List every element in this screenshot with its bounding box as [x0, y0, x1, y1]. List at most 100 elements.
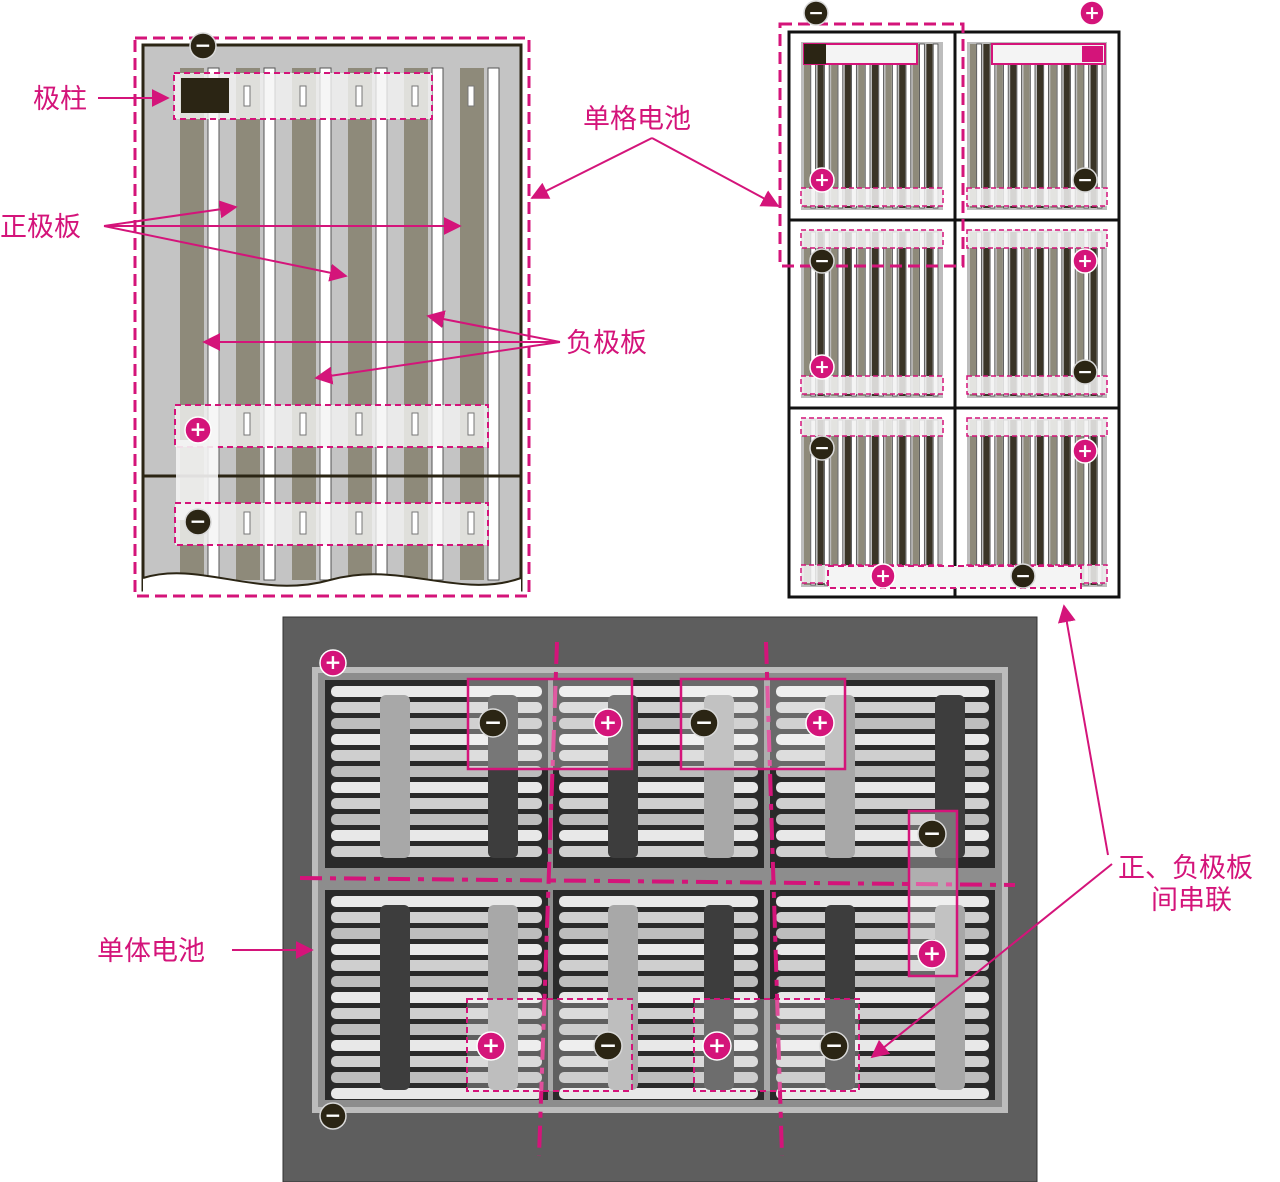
polarity-sign: − [808, 3, 824, 24]
photo-plate-edge [331, 686, 542, 697]
arrow-negative-3 [314, 341, 561, 385]
mini-positive-plate [1090, 420, 1097, 585]
bottom-series-bar [827, 565, 1082, 589]
mini-negative-plate [831, 44, 838, 208]
mini-separator [1043, 231, 1049, 397]
arrow-cell-left [530, 137, 653, 199]
mini-separator [1016, 231, 1022, 397]
polarity-sign: − [923, 822, 941, 847]
label-series-line2: 间串联 [1151, 885, 1232, 916]
mini-separator [1096, 231, 1103, 397]
plate-lug [299, 511, 307, 535]
mini-separator [905, 43, 912, 209]
photo-lead-strap [380, 905, 410, 1090]
minus-symbol-icon: − [1072, 359, 1098, 385]
mini-negative-plate [1050, 420, 1057, 585]
mini-separator [905, 231, 912, 397]
mini-separator [892, 43, 898, 209]
mini-negative-plate [970, 44, 977, 208]
mini-positive-plate [872, 420, 879, 585]
mini-separator [1029, 43, 1036, 209]
arrow-positive-3 [103, 225, 348, 282]
mini-positive-plate [1063, 44, 1070, 208]
minus-symbol-icon: − [478, 708, 508, 738]
mini-negative-plate [804, 232, 811, 396]
plate-lug [355, 511, 363, 535]
mini-separator [919, 231, 925, 397]
top-right-terminal-post [1082, 46, 1103, 62]
mini-positive-plate [844, 420, 851, 585]
photo-lead-strap [825, 695, 855, 858]
top-left-terminal-post [804, 44, 826, 64]
negative-plate [292, 68, 316, 580]
minus-symbol-icon: − [809, 248, 835, 274]
mini-positive-plate [983, 44, 990, 208]
connector-box-right [907, 809, 959, 978]
mini-negative-plate [970, 420, 977, 585]
mini-cell [800, 417, 944, 587]
mini-negative-plate [996, 44, 1003, 208]
mini-separator [878, 231, 884, 397]
six-cell-layout [778, 22, 1121, 599]
mini-negative-plate [1050, 232, 1057, 396]
mini-separator [1096, 43, 1103, 209]
mini-separator [864, 419, 871, 586]
mini-separator [851, 231, 857, 397]
mini-positive-plate [1063, 232, 1070, 396]
plate-lug [243, 412, 251, 436]
mini-separator [1096, 419, 1103, 586]
arrow-cell-right [651, 137, 780, 207]
mini-separator [1029, 419, 1036, 586]
mini-separator [837, 43, 844, 209]
polarity-symbols: −+−−++−−++−−++−+−−+−+−++−+− [184, 0, 1105, 1130]
plate-lug [411, 511, 419, 535]
mini-positive-plate [899, 420, 906, 585]
polarity-sign: + [923, 942, 941, 967]
mini-negative-plate [912, 44, 919, 208]
cell-cut-edge [143, 573, 521, 592]
battery-photo [282, 616, 1038, 1182]
photo-plate-edge [776, 1088, 989, 1099]
minus-symbol-icon: − [319, 1102, 347, 1130]
mini-separator [1003, 43, 1009, 209]
mini-negative-plate [996, 420, 1003, 585]
polarity-sign: − [1077, 170, 1093, 191]
polarity-sign: + [1077, 441, 1093, 462]
polarity-sign: − [195, 33, 212, 57]
mini-separator [1003, 419, 1009, 586]
mini-separator [1043, 419, 1049, 586]
mini-separator [989, 419, 996, 586]
polarity-sign: + [1077, 251, 1093, 272]
mini-separator [989, 43, 996, 209]
polarity-sign: + [811, 711, 829, 736]
polarity-sign: − [325, 1103, 342, 1127]
mini-negative-plate [885, 44, 892, 208]
mini-cell [966, 417, 1108, 587]
minus-symbol-icon: − [819, 1031, 849, 1061]
mini-positive-plate [1010, 420, 1017, 585]
mini-separator [976, 419, 982, 586]
photo-plate-edge [559, 686, 758, 697]
mini-positive-plate [926, 44, 933, 208]
mini-positive-plate [844, 44, 851, 208]
mini-negative-plate [885, 420, 892, 585]
mini-negative-plate [804, 420, 811, 585]
mini-positive-plate [817, 44, 824, 208]
mini-positive-plate [983, 232, 990, 396]
middle-bus-bar [174, 404, 489, 448]
mini-negative-plate [1077, 44, 1084, 208]
plus-symbol-icon: + [319, 649, 347, 677]
photo-lead-strap [704, 695, 734, 858]
plus-symbol-icon: + [476, 1031, 506, 1061]
minus-symbol-icon: − [1072, 167, 1098, 193]
mini-positive-plate [899, 44, 906, 208]
mini-separator [864, 43, 871, 209]
mini-negative-plate [1023, 44, 1030, 208]
mini-negative-plate [1023, 420, 1030, 585]
cell-grid [800, 42, 1108, 587]
plus-symbol-icon: + [809, 167, 835, 193]
negative-plate [348, 68, 372, 580]
mini-separator [919, 43, 925, 209]
photo-plate-edge [776, 686, 989, 697]
